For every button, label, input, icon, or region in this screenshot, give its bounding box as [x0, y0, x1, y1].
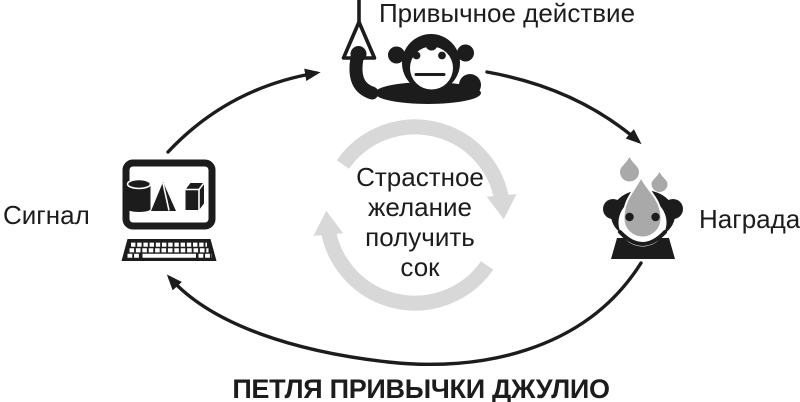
juice-drop-monkey-icon	[603, 157, 683, 259]
monitor-keyboard-icon	[121, 159, 217, 261]
craving-text-line: получить	[365, 222, 475, 252]
monkey-eye	[625, 212, 634, 222]
reward-label: Награда	[699, 204, 800, 234]
monkey-body	[611, 238, 675, 259]
monkey-eye	[651, 212, 660, 222]
craving-text-line: желание	[368, 192, 472, 222]
juice-drop-small	[651, 172, 668, 192]
monkey-smile	[618, 230, 667, 246]
routine-label: Привычное действие	[378, 0, 636, 28]
monkey-ear	[388, 46, 405, 64]
craving-text-line: сок	[400, 252, 440, 282]
monkey-arm	[349, 51, 379, 100]
juice-drop-small	[620, 157, 639, 182]
trapeze-monkey-icon	[341, 0, 481, 104]
arrow-routine-to-reward	[485, 70, 642, 145]
craving-text-line: Страстное	[356, 162, 484, 192]
keyboard-icon	[121, 239, 217, 261]
cue-label: Сигнал	[3, 200, 90, 230]
craving-text: Страстное желание получить сок	[356, 162, 484, 282]
monkey-body	[375, 82, 481, 104]
monkey-hand	[350, 46, 367, 62]
arrow-cue-to-routine	[166, 68, 321, 154]
arrow-reward-to-cue	[166, 261, 643, 367]
screen-shapes-icon	[126, 178, 205, 212]
monkey-eye	[438, 51, 446, 60]
monkey-ear	[457, 44, 474, 62]
juice-drop-large	[622, 174, 663, 239]
cycle-arrows-icon	[313, 119, 517, 311]
monkey-eye	[412, 51, 421, 60]
diagram-caption: ПЕТЛЯ ПРИВЫЧКИ ДЖУЛИО	[232, 374, 610, 402]
